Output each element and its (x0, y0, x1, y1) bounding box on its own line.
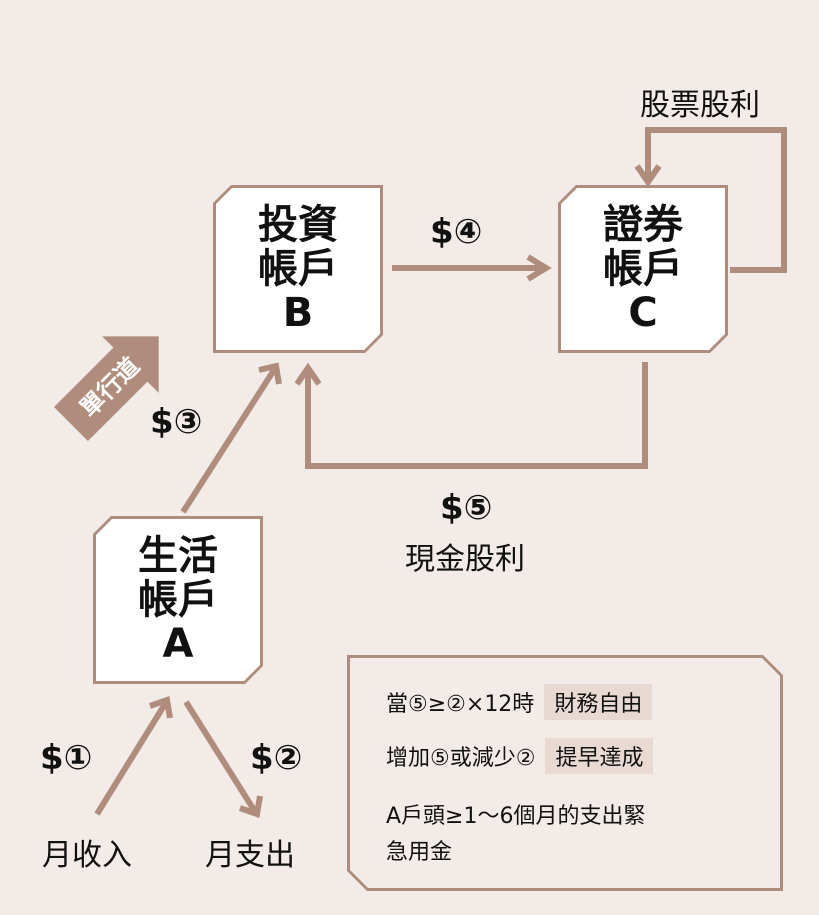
arrow-income-to-a (94, 695, 173, 816)
investment-account-name-2: 帳戶 (258, 246, 338, 292)
investment-account-letter: B (282, 290, 314, 336)
living-account-letter: A (162, 621, 194, 667)
securities-account-box: 證券 帳戶 C (558, 185, 728, 353)
one-way-arrow (54, 336, 159, 441)
note-line-2-tag: 提早達成 (545, 738, 653, 774)
note-line-2: 增加⑤或減少② 提早達成 (386, 738, 653, 774)
investment-account-box: 投資 帳戶 B (213, 185, 383, 353)
flow-5-label: $⑤ (440, 488, 493, 528)
note-line-1: 當⑤≥②×12時財務自由 (386, 684, 652, 720)
stock-dividend-label: 股票股利 (640, 88, 760, 123)
flow-1-label: $① (40, 738, 93, 778)
monthly-expense-label: 月支出 (205, 838, 295, 873)
monthly-income-label: 月收入 (42, 838, 132, 873)
arrow-stock-dividend-loop (634, 127, 787, 273)
investment-account-name-1: 投資 (258, 202, 338, 248)
flow-4-label: $④ (430, 212, 483, 252)
living-account-box: 生活 帳戶 A (93, 516, 263, 684)
notes-box: 當⑤≥②×12時財務自由 增加⑤或減少② 提早達成 A戶頭≥1～6個月的支出緊 急… (347, 655, 783, 891)
arrow-a-to-b (180, 362, 282, 514)
living-account-name-1: 生活 (138, 533, 218, 579)
note-line-3b: 急用金 (386, 840, 453, 865)
arrow-b-to-c (392, 254, 552, 282)
note-line-1-text: 當⑤≥②×12時 (386, 692, 535, 717)
securities-account-letter: C (628, 290, 658, 336)
note-line-2-text: 增加⑤或減少② (386, 746, 536, 771)
flow-3-label: $③ (150, 402, 203, 442)
securities-account-name-1: 證券 (603, 202, 683, 248)
flow-2-label: $② (250, 738, 303, 778)
note-line-3a: A戶頭≥1～6個月的支出緊 (386, 804, 646, 829)
arrow-cash-dividend (294, 362, 648, 469)
securities-account-name-2: 帳戶 (603, 246, 683, 292)
note-line-1-tag: 財務自由 (544, 684, 652, 720)
arrow-a-to-expense (183, 700, 263, 819)
living-account-name-2: 帳戶 (138, 577, 218, 623)
cash-dividend-label: 現金股利 (405, 542, 525, 577)
